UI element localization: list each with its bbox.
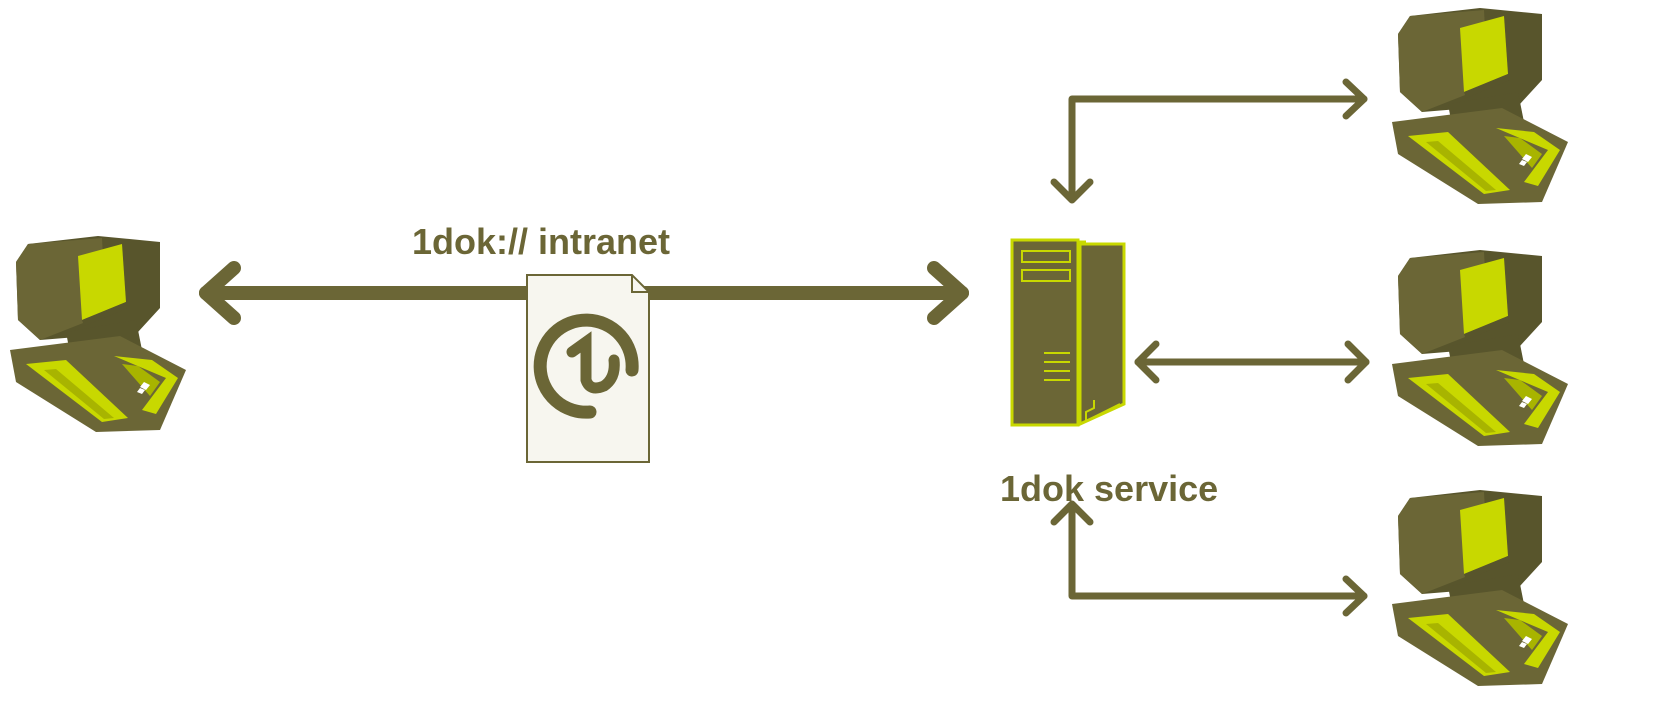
intranet-label: 1dok:// intranet: [412, 221, 671, 262]
1dok-logo-icon: [533, 313, 639, 419]
connection-arrow-middle: [1134, 340, 1370, 384]
connection-arrow-bottom: [1050, 500, 1368, 617]
client-computer-icon-top: [1392, 8, 1568, 204]
client-computer-icon: [10, 236, 186, 432]
service-label: 1dok service: [1000, 468, 1219, 509]
server-tower-icon: [1010, 238, 1126, 427]
document-icon: [526, 274, 650, 463]
connection-arrow-top: [1050, 78, 1368, 204]
client-computer-icon-middle: [1392, 250, 1568, 446]
client-computer-icon-bottom: [1392, 490, 1568, 686]
